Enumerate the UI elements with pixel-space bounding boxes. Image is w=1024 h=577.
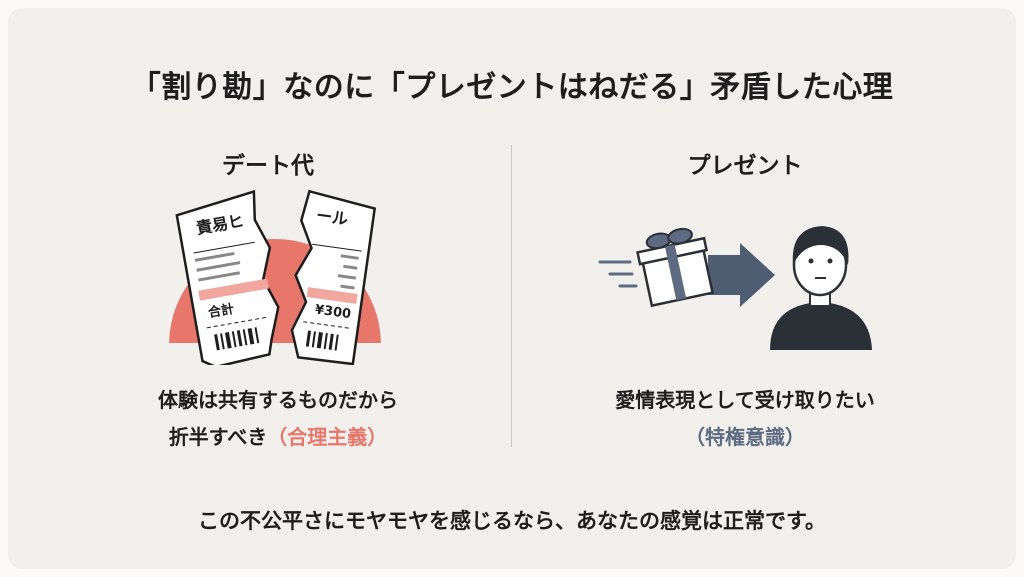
divider — [511, 145, 512, 447]
arrow-icon — [708, 243, 775, 307]
person-icon — [770, 226, 872, 350]
left-caption-text: 折半すべき — [168, 425, 268, 449]
receipt-shop-name-right: ール — [315, 206, 349, 229]
motion-lines — [598, 260, 638, 288]
page-title: 「割り勘」なのに「プレゼントはねだる」矛盾した心理 — [130, 70, 894, 105]
infographic-card — [8, 8, 1016, 569]
receipt-left-half: 責易ヒ 合計 — [175, 189, 280, 365]
receipt-total-label: 合計 — [207, 301, 235, 321]
gift-to-person-illustration — [598, 226, 872, 350]
left-caption-line1: 体験は共有するものだから — [158, 388, 398, 412]
gift-icon — [636, 227, 715, 308]
right-caption-tag: （特権意識） — [685, 425, 805, 449]
left-caption-line2: 折半すべき（合理主義） — [78, 421, 478, 450]
right-heading: プレゼント — [687, 153, 803, 179]
left-caption-tag: （合理主義） — [267, 425, 388, 449]
receipt-total-value: ¥300 — [314, 302, 352, 322]
right-caption-line1: 愛情表現として受け取りたい — [615, 388, 875, 412]
footer-message: この不公平さにモヤモヤを感じるなら、あなたの感覚は正常です。 — [198, 509, 826, 533]
torn-receipt-illustration: 責易ヒ 合計 ール ¥300 — [169, 189, 381, 365]
left-heading: デート代 — [222, 153, 314, 179]
receipt-right-half: ール ¥300 — [290, 189, 377, 365]
